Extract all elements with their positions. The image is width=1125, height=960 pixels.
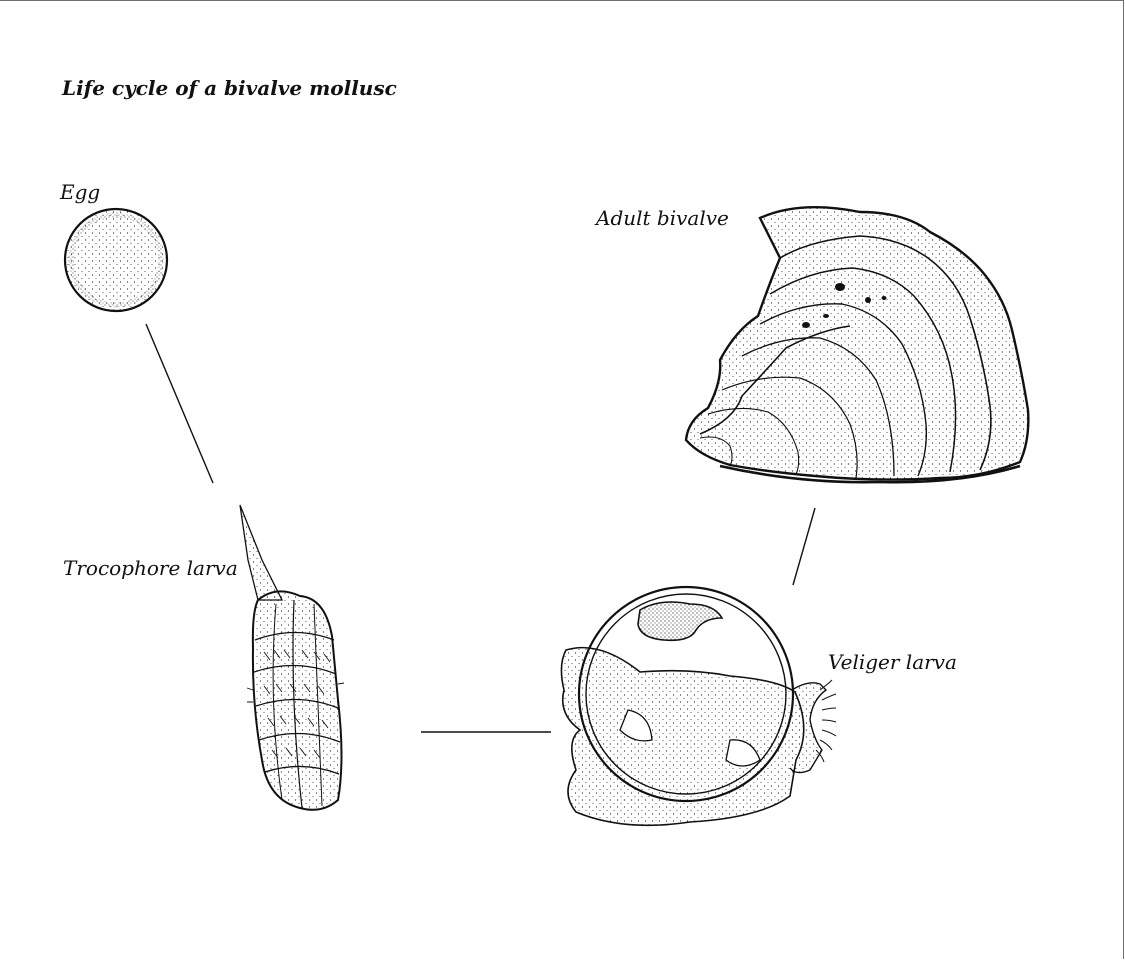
veliger-to-adult-line bbox=[793, 508, 815, 585]
egg-illustration bbox=[65, 209, 167, 311]
veliger-larva-illustration bbox=[561, 587, 836, 825]
egg-to-trocophore-line bbox=[146, 324, 213, 483]
adult-bivalve-illustration bbox=[686, 207, 1028, 482]
trocophore-larva-illustration bbox=[240, 505, 344, 810]
